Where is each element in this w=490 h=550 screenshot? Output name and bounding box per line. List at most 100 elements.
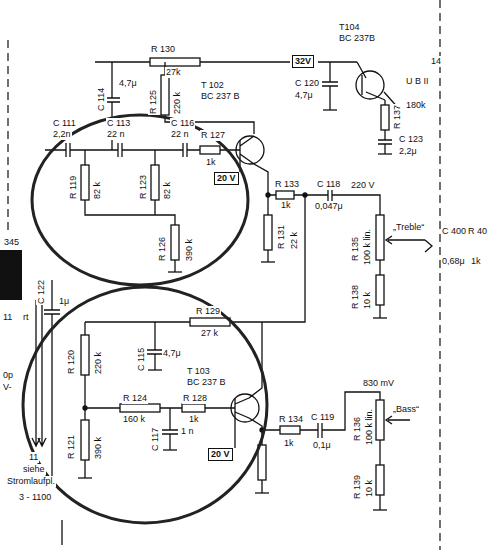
circuit-part	[61, 520, 62, 545]
circuit-part	[151, 165, 159, 200]
part-label: R 125	[148, 89, 159, 115]
part-label: 10 k	[364, 479, 375, 498]
part-label: BC 237B	[338, 33, 376, 44]
part-label: C 123	[398, 134, 424, 145]
part-label: 10 k	[362, 291, 373, 310]
part-label: 1k	[188, 414, 200, 425]
circuit-part	[264, 215, 272, 250]
part-label: C 118	[316, 179, 341, 190]
part-label: 0,68μ	[441, 256, 466, 267]
part-label: R 126	[157, 236, 168, 262]
part-label: R 121	[66, 434, 77, 460]
part-label: „Bass“	[392, 404, 420, 415]
circuit-part	[386, 236, 425, 244]
part-label: R 124	[122, 393, 148, 404]
part-label: 22 n	[106, 129, 126, 140]
circuit-part	[8, 0, 440, 550]
part-label: 0p	[2, 370, 14, 381]
part-label: C 111	[52, 118, 77, 129]
part-label: U B II	[405, 76, 430, 87]
part-label: 1k	[283, 438, 295, 449]
part-label: R 137	[392, 104, 403, 130]
circuit-part	[150, 58, 200, 66]
part-label: C 120	[294, 78, 320, 89]
circuit-part	[81, 420, 89, 460]
part-label: 32V	[292, 55, 314, 68]
circuit-part	[32, 300, 46, 446]
part-label: 82 k	[92, 181, 103, 200]
frame-lines	[8, 0, 440, 550]
circuit-part	[44, 280, 60, 480]
part-label: R 134	[278, 414, 304, 425]
part-label: 2,2n	[52, 129, 72, 140]
circuit-part	[373, 509, 387, 510]
part-label: 0,1μ	[312, 440, 332, 451]
circuit-part	[81, 335, 89, 375]
circuit-part	[376, 215, 384, 260]
circuit-part	[83, 406, 87, 410]
part-label: C 116	[170, 118, 195, 129]
circuit-part	[232, 136, 268, 262]
part-label: 390 k	[184, 238, 195, 262]
circuit-part	[386, 416, 410, 424]
circuit-part	[234, 418, 235, 448]
part-label: 22 n	[170, 129, 190, 140]
connector-block	[0, 250, 22, 300]
part-label: R 131	[276, 224, 287, 250]
circuit-part	[381, 105, 389, 130]
highlight-circles	[23, 115, 267, 523]
circuit-part	[66, 143, 187, 157]
part-label: R 129	[195, 306, 221, 317]
part-label: 20 V	[208, 448, 233, 461]
part-label: R 139	[352, 474, 363, 500]
part-label: R 119	[68, 175, 79, 200]
circuit-part	[190, 318, 230, 326]
part-label: R 138	[350, 284, 361, 310]
part-label: C 400	[441, 226, 467, 237]
part-label: 220 k	[172, 91, 183, 115]
part-label: 830 mV	[362, 378, 395, 389]
circuit-part	[280, 426, 300, 434]
wires	[32, 58, 432, 545]
part-label: 345	[3, 237, 20, 248]
circuit-part	[32, 115, 248, 285]
circuit-part	[357, 62, 392, 154]
part-label: R 127	[200, 130, 226, 141]
part-label: 1μ	[58, 296, 70, 307]
part-label: siehe	[22, 464, 46, 475]
part-label: R 130	[150, 44, 176, 55]
part-label: C 122	[36, 279, 47, 305]
part-label: R 136	[352, 416, 363, 442]
part-label: C 119	[310, 412, 335, 423]
part-label: R 133	[274, 179, 300, 190]
circuit-part	[85, 150, 175, 272]
part-label: 0,047μ	[314, 201, 344, 212]
part-label: T 103	[186, 366, 211, 377]
circuit-part	[161, 75, 169, 115]
circuit-part	[162, 408, 178, 450]
circuit-part	[200, 146, 220, 154]
part-label: 20 V	[214, 172, 239, 185]
part-label: 1k	[205, 157, 217, 168]
circuit-part	[120, 404, 160, 412]
circuit-part	[266, 193, 270, 197]
part-label: „Treble“	[392, 222, 425, 233]
part-label: 4,7μ	[294, 90, 314, 101]
part-label: 1k	[470, 256, 482, 267]
circuit-part	[147, 322, 163, 370]
circuit-part	[425, 240, 432, 252]
part-label: C 113	[106, 118, 131, 129]
part-label: Stromlaufpl.	[6, 476, 56, 487]
part-label: BC 237 B	[186, 377, 227, 388]
circuit-part	[78, 477, 92, 478]
circuit-part	[376, 275, 384, 305]
part-label: 27k	[165, 67, 182, 78]
part-label: 160 k	[122, 414, 146, 425]
part-label: R 123	[138, 174, 149, 200]
circuit-part	[261, 261, 275, 262]
part-label: 220 k	[93, 351, 104, 375]
circuit-part	[356, 71, 384, 99]
part-label: R 135	[350, 236, 361, 262]
circuit-part	[95, 61, 357, 62]
